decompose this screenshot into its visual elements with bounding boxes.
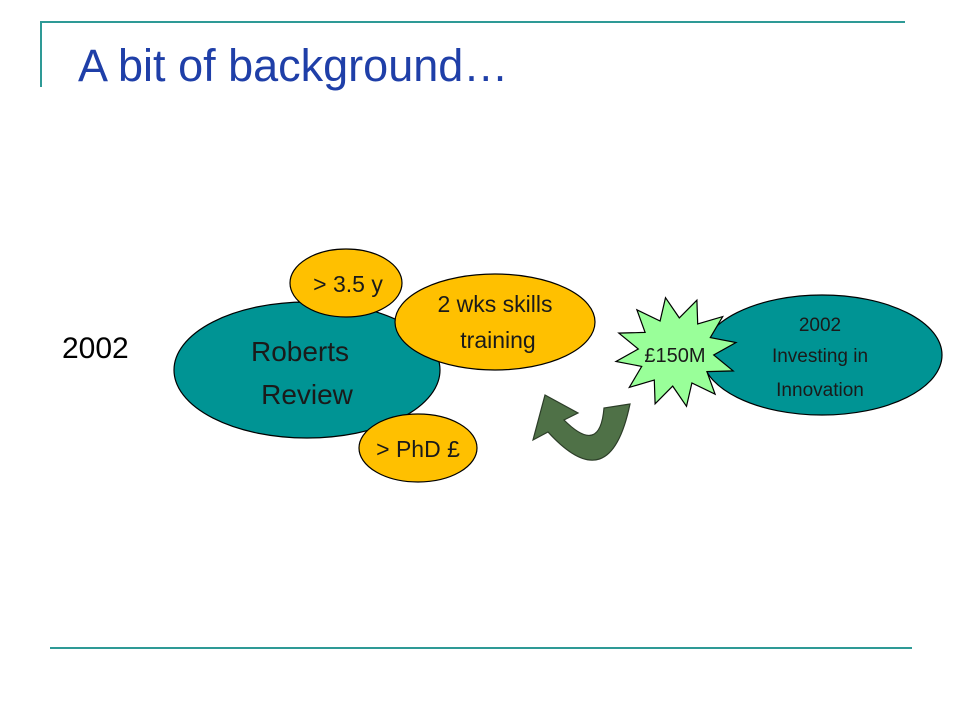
investing-line1: Investing in <box>772 346 868 367</box>
duration-bubble: > 3.5 y <box>289 248 403 318</box>
funding-burst: £150M <box>614 296 738 408</box>
left-rule <box>40 21 42 87</box>
top-rule <box>40 21 905 23</box>
investing-year: 2002 <box>799 315 841 336</box>
funding-amount: £150M <box>644 345 705 367</box>
bottom-rule <box>50 647 912 649</box>
starburst-shape <box>614 296 738 408</box>
skills-line1: 2 wks skills <box>437 291 552 317</box>
skills-line2: training <box>460 327 535 353</box>
roberts-line1: Roberts <box>251 336 349 367</box>
duration-label: > 3.5 y <box>313 271 383 297</box>
investing-line2: Innovation <box>776 380 864 401</box>
phd-label: > PhD £ <box>376 436 460 462</box>
year-label: 2002 <box>62 332 129 365</box>
roberts-line2: Review <box>261 379 354 410</box>
curved-arrow-icon <box>532 394 631 461</box>
skills-training-bubble: 2 wks skills training <box>394 273 596 371</box>
duration-ellipse <box>289 248 403 318</box>
investing-in-innovation-node: 2002 Investing in Innovation <box>701 294 943 416</box>
phd-bubble: > PhD £ <box>358 413 478 483</box>
slide-title: A bit of background… <box>78 40 509 91</box>
phd-ellipse <box>358 413 478 483</box>
roberts-review-node: Roberts Review <box>173 301 441 439</box>
skills-ellipse <box>394 273 596 371</box>
